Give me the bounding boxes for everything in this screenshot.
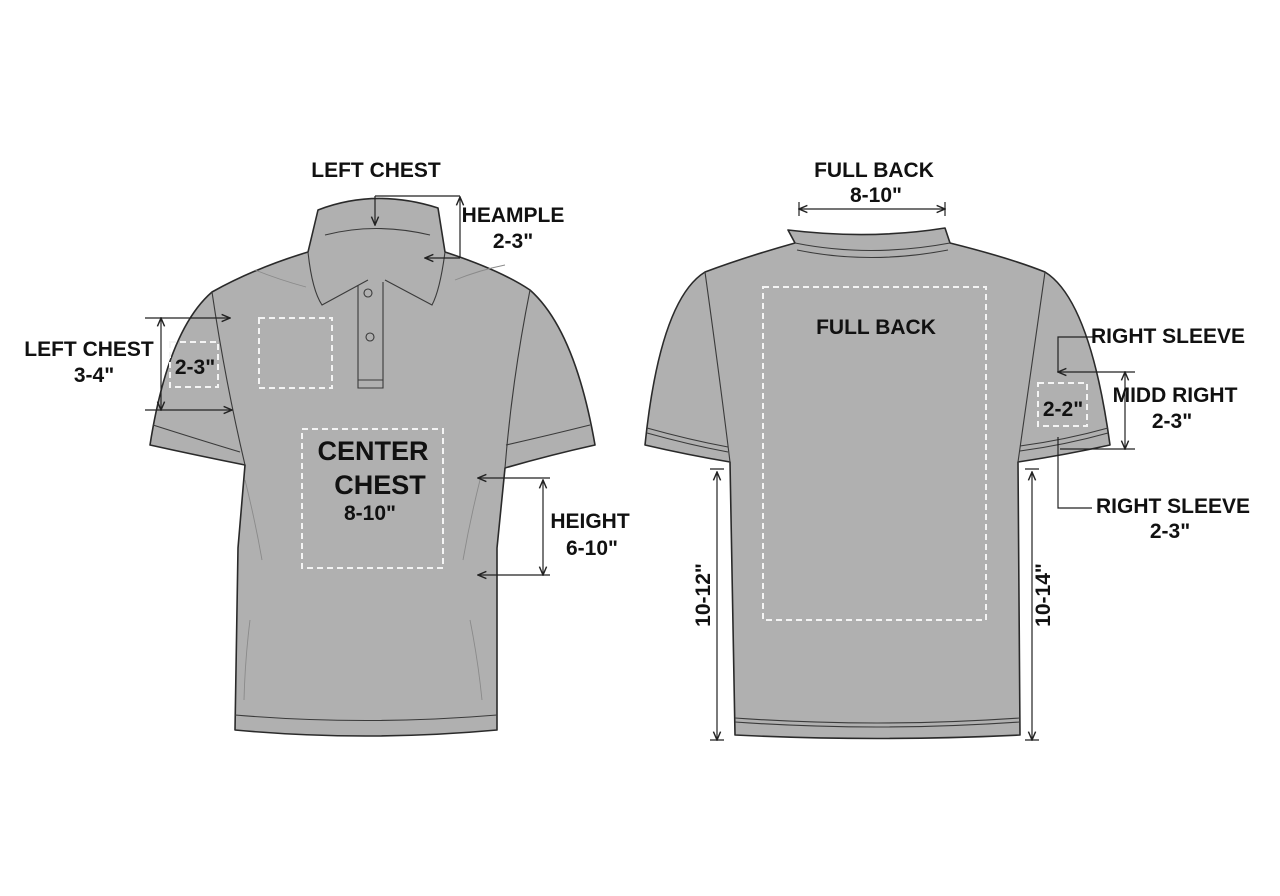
- back-dimension-lines: [710, 202, 1135, 740]
- left-sleeve-label: LEFT CHEST: [24, 338, 154, 361]
- right-height-size: 10-14": [1032, 563, 1055, 627]
- right-sleeve-box-size: 2-2": [1043, 398, 1083, 421]
- height-label: HEIGHT: [550, 510, 630, 533]
- center-chest-size: 8-10": [344, 502, 396, 525]
- left-height-size: 10-12": [692, 563, 715, 627]
- center-chest-line1: CENTER: [317, 436, 428, 466]
- center-chest-line2: CHEST: [334, 470, 426, 500]
- back-labels: FULL BACK 8-10" FULL BACK RIGHT SLEEVE M…: [692, 159, 1250, 627]
- right-sleeve-bottom-label: RIGHT SLEEVE: [1096, 495, 1250, 518]
- midd-right-label: MIDD RIGHT: [1113, 384, 1238, 407]
- height-size: 6-10": [566, 537, 618, 560]
- placket-size: 2-3": [493, 230, 533, 253]
- front-dimension-lines: [145, 195, 550, 575]
- right-sleeve-print-area: [1037, 382, 1088, 427]
- full-back-top-label: FULL BACK: [814, 159, 934, 182]
- t-shirt-back: [644, 227, 1111, 740]
- left-sleeve-label-size: 3-4": [74, 364, 114, 387]
- front-labels: LEFT CHEST HEAMPLE 2-3" LEFT CHEST 3-4" …: [24, 159, 630, 560]
- polo-shirt-front: [149, 197, 596, 737]
- right-sleeve-bottom-size: 2-3": [1150, 520, 1190, 543]
- full-back-top-size: 8-10": [850, 184, 902, 207]
- right-sleeve-top-label: RIGHT SLEEVE: [1091, 325, 1245, 348]
- center-chest-print-area: [301, 428, 444, 569]
- left-sleeve-box-size: 2-3": [175, 356, 215, 379]
- left-chest-top-label: LEFT CHEST: [311, 159, 441, 182]
- full-back-box-label: FULL BACK: [816, 316, 936, 339]
- midd-right-size: 2-3": [1152, 410, 1192, 433]
- placket-label: HEAMPLE: [462, 204, 565, 227]
- full-back-print-area: [762, 286, 987, 621]
- left-chest-print-area: [258, 317, 333, 389]
- left-sleeve-print-area: [169, 341, 219, 388]
